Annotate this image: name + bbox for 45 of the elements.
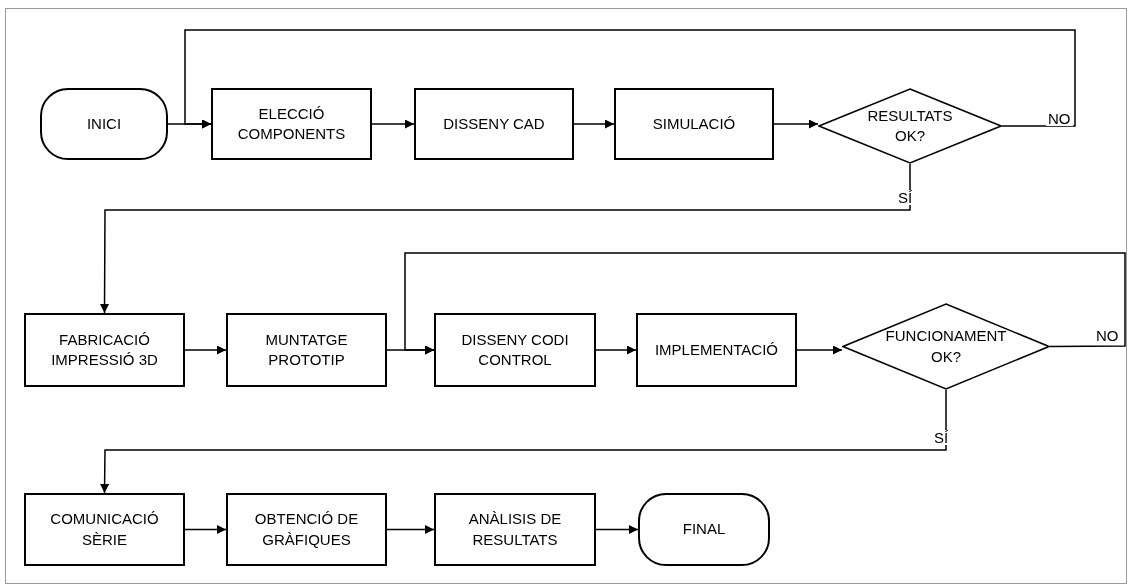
decision-diamond [842,303,1050,390]
node-label: MUNTATGE PROTOTIP [264,329,349,370]
arrow [371,119,415,129]
node-label: SIMULACIÓ [652,113,736,134]
arrow [184,345,227,355]
arrow [386,525,435,534]
node-label: FABRICACIÓ IMPRESSIÓ 3D [50,329,159,370]
process-box [434,493,596,566]
node-label: FUNCIONAMENT OK? [884,326,1008,367]
terminal-box [40,88,168,160]
arrow [100,163,911,314]
arrow [100,389,947,494]
edge-label: NO [1046,111,1073,126]
edge-label: SÍ [932,430,951,445]
terminal-box [638,493,770,566]
arrow [573,119,615,129]
process-box [636,313,797,387]
node-label: OBTENCIÓ DE GRÀFIQUES [253,509,360,550]
decision-diamond [818,88,1002,164]
process-box [24,493,185,566]
process-box [226,313,387,387]
edge-label: NO [1094,328,1121,343]
process-box [434,313,596,387]
node-label: INICI [86,113,122,134]
node-label: COMUNICACIÓ SÈRIE [49,509,160,550]
process-box [414,88,574,160]
arrow [184,525,227,534]
node-label: ELECCIÓ COMPONENTS [236,103,347,144]
arrow [404,252,1126,355]
node-label: FINAL [682,519,726,540]
arrow [595,525,639,534]
edge-label: SÍ [896,190,915,205]
arrow [595,345,637,355]
arrow [796,345,843,355]
node-label: RESULTATS OK? [866,105,954,146]
arrow [184,29,1076,129]
process-box [226,493,387,566]
node-label: ANÀLISIS DE RESULTATS [467,509,563,550]
node-label: IMPLEMENTACIÓ [654,339,779,360]
node-label: DISSENY CODI CONTROL [460,329,570,370]
process-box [211,88,372,160]
arrow [773,119,819,129]
process-box [614,88,774,160]
process-box [24,313,185,387]
node-label: DISSENY CAD [443,113,545,134]
